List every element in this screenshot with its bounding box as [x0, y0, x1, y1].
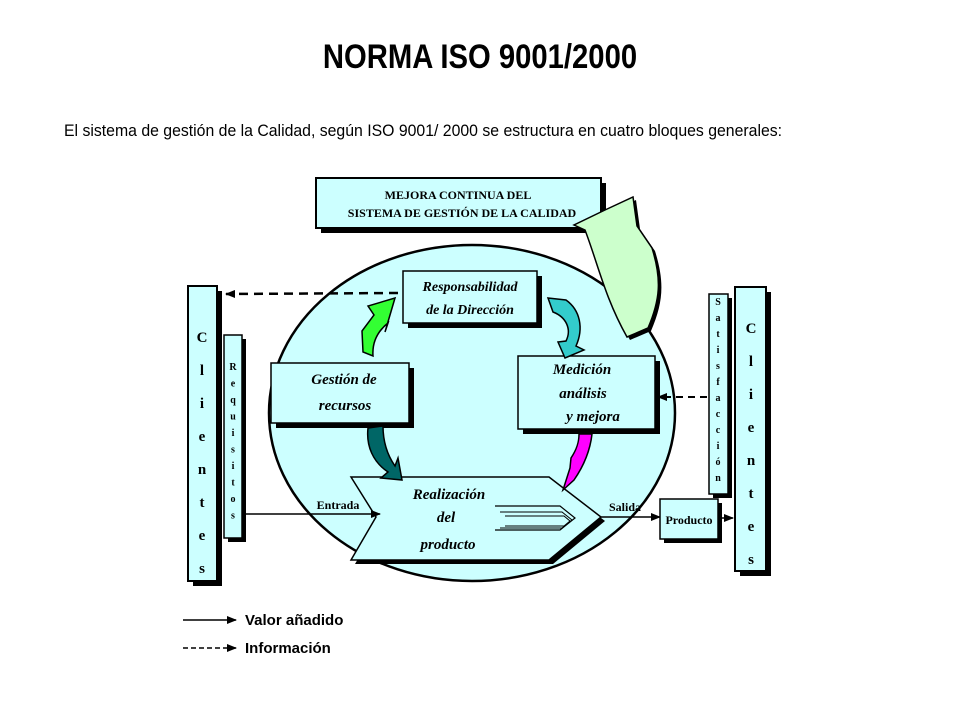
- clientes-right-letter: e: [748, 420, 755, 436]
- satisfaccion-letter: i: [717, 441, 720, 452]
- satisfaccion-letter: a: [716, 393, 721, 404]
- medicion-label-line1: Medición: [552, 362, 611, 378]
- clientes-left-letter: e: [199, 528, 206, 544]
- mejora-continua-arrow: [572, 195, 662, 340]
- satisfaccion-letter: s: [716, 361, 720, 372]
- realizacion-label-line3: producto: [418, 537, 475, 553]
- satisfaccion-letter: a: [716, 313, 721, 324]
- magenta-cycle-arrow: [561, 433, 593, 493]
- clientes-right-column: Cl i e n t e s: [734, 286, 771, 576]
- realizacion-chevron: Realización del producto: [349, 476, 605, 564]
- responsabilidad-label-line2: de la Dirección: [426, 303, 514, 318]
- producto-box: Producto: [659, 498, 722, 543]
- clientes-left-letter: l: [200, 363, 204, 379]
- clientes-right-letter: n: [747, 453, 756, 469]
- requisitos-letter: s: [231, 511, 235, 522]
- clientes-left-letter: C: [197, 330, 208, 346]
- requisitos-letter: t: [231, 478, 235, 489]
- info-arrow-to-clientes: [225, 289, 399, 298]
- clientes-right-letter: e: [748, 519, 755, 535]
- mejora-continua-box: MEJORA CONTINUA DEL SISTEMA DE GESTIÓN D…: [315, 177, 606, 233]
- requisitos-letter: i: [232, 428, 235, 439]
- page-title: NORMA ISO 9001/2000: [322, 38, 638, 76]
- clientes-left-letter: s: [199, 561, 205, 577]
- medicion-label-line2: análisis: [559, 386, 607, 402]
- mejora-label-line2: SISTEMA DE GESTIÓN DE LA CALIDAD: [348, 206, 577, 220]
- salida-label: Salida: [609, 500, 641, 514]
- requisitos-letter: R: [229, 362, 237, 373]
- teal-cycle-arrow: [366, 425, 403, 481]
- satisfaccion-letter: t: [716, 329, 720, 340]
- satisfaccion-letter: c: [716, 409, 721, 420]
- realizacion-label-line1: Realización: [412, 487, 486, 503]
- gestion-label-line1: Gestión de: [311, 372, 377, 388]
- clientes-left-letter: n: [198, 462, 207, 478]
- medicion-label-line3: y mejora: [564, 409, 620, 425]
- cyan-cycle-arrow: [546, 297, 586, 359]
- responsabilidad-label-line1: Responsabilidad: [422, 280, 519, 295]
- entrada-label: Entrada: [317, 498, 360, 512]
- legend-informacion: Información: [245, 640, 331, 657]
- clientes-left-letter: i: [200, 396, 204, 412]
- clientes-left-letter: e: [199, 429, 206, 445]
- gestion-recursos-box: Gestión de recursos: [270, 362, 414, 428]
- requisitos-letter: i: [232, 461, 235, 472]
- clientes-left-column: Cl i e n t e s: [187, 285, 222, 586]
- requisitos-letter: q: [230, 395, 236, 406]
- satisfaccion-letter: S: [715, 297, 721, 308]
- gestion-label-line2: recursos: [319, 398, 372, 414]
- mejora-label-line1: MEJORA CONTINUA DEL: [385, 188, 532, 202]
- satisfaccion-letter: n: [715, 473, 721, 484]
- satisfaccion-letter: i: [717, 345, 720, 356]
- satisfaccion-letter: ó: [716, 457, 721, 468]
- clientes-right-letter: s: [748, 552, 754, 568]
- satisfaccion-letter: c: [716, 425, 721, 436]
- legend-valor-anadido: Valor añadido: [245, 612, 343, 629]
- requisitos-letter: e: [231, 379, 236, 390]
- page-subtitle: El sistema de gestión de la Calidad, seg…: [64, 121, 783, 140]
- requisitos-letter: s: [231, 445, 235, 456]
- clientes-right-letter: i: [749, 387, 753, 403]
- green-cycle-arrow: [361, 296, 397, 358]
- clientes-right-letter: C: [746, 321, 757, 337]
- clientes-right-letter: t: [749, 486, 754, 502]
- responsabilidad-box: Responsabilidad de la Dirección: [402, 270, 542, 328]
- producto-label: Producto: [665, 513, 712, 527]
- requisitos-letter: o: [231, 494, 236, 505]
- clientes-left-letter: t: [200, 495, 205, 511]
- clientes-right-letter: l: [749, 354, 753, 370]
- realizacion-label-line2: del: [437, 510, 456, 526]
- legend: Valor añadido Información: [183, 612, 343, 657]
- requisitos-letter: u: [230, 412, 236, 423]
- satisfaccion-letter: f: [716, 377, 720, 388]
- medicion-box: Medición análisis y mejora: [517, 355, 660, 434]
